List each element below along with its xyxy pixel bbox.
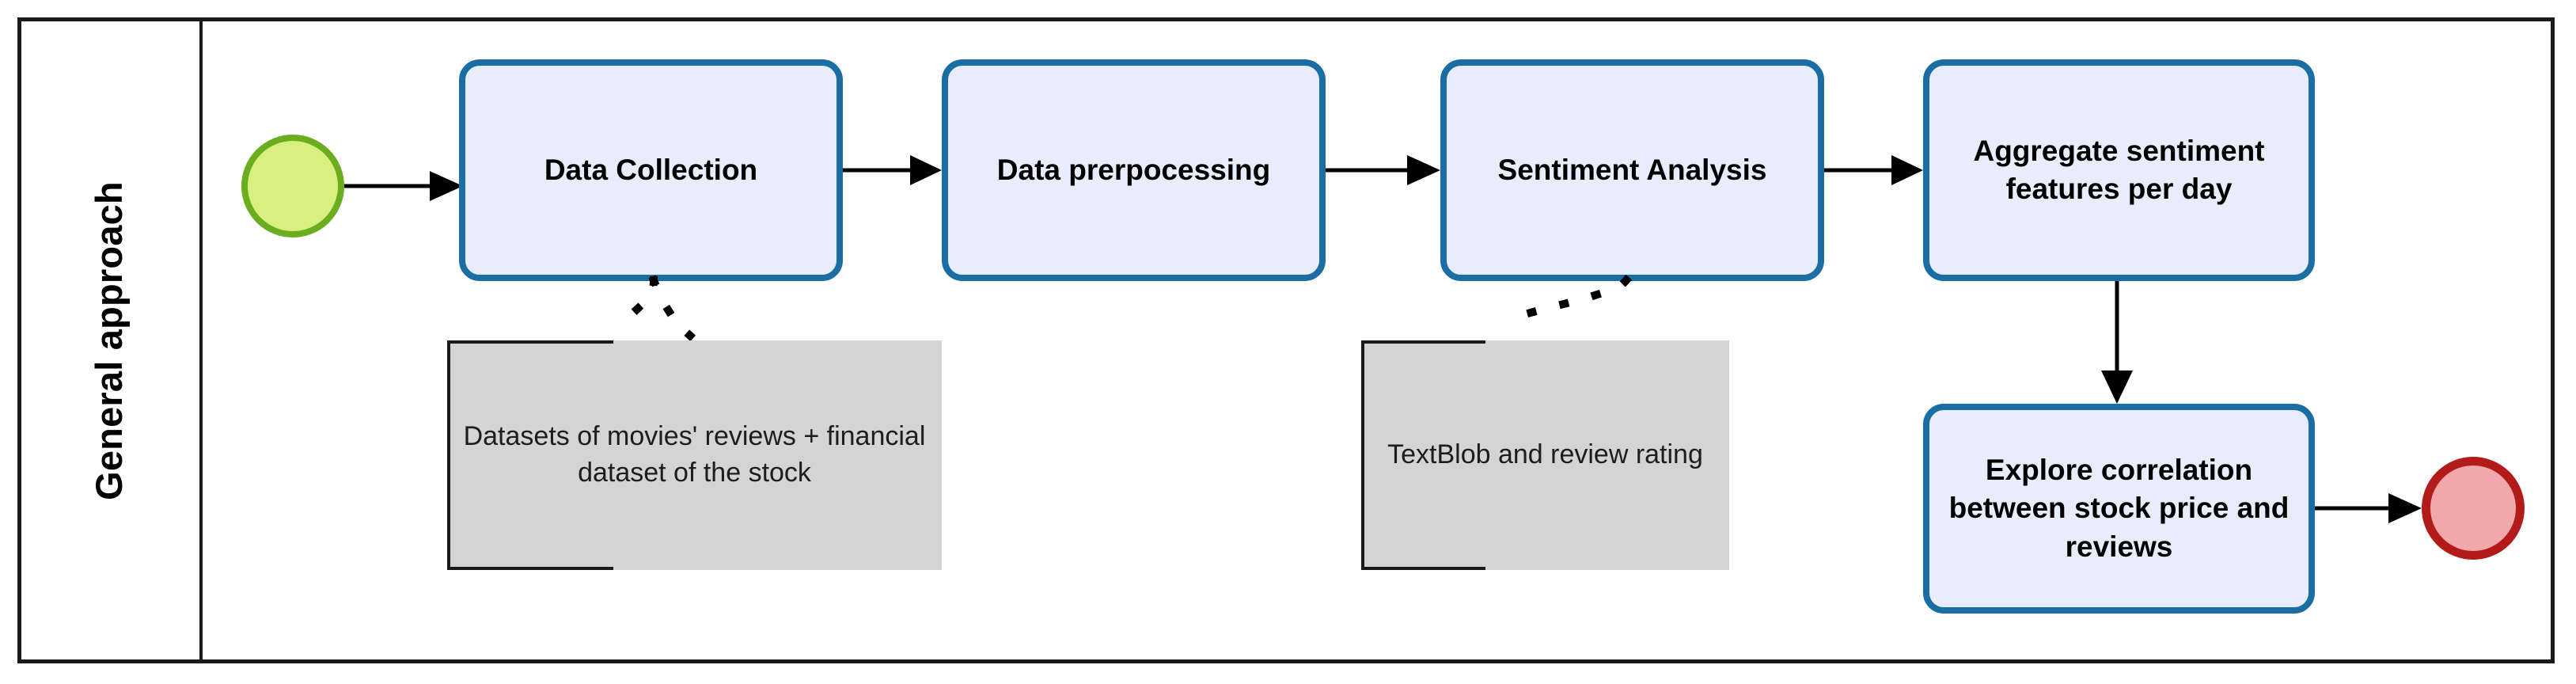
flow-sentiment-to-aggregate [1824, 150, 1923, 190]
flow-aggregate-to-explore [2093, 281, 2141, 404]
task-data-collection-label: Data Collection [544, 153, 758, 186]
note-datasets-text: Datasets of movies' reviews + financial … [463, 421, 926, 488]
start-event[interactable] [241, 135, 344, 238]
task-sentiment-analysis-label: Sentiment Analysis [1497, 153, 1767, 186]
note-textblob-text: TextBlob and review rating [1387, 439, 1703, 470]
note-datasets: Datasets of movies' reviews + financial … [447, 340, 942, 570]
lane-title: General approach [17, 17, 199, 663]
flow-preproc-to-sentiment [1326, 150, 1440, 190]
end-event[interactable] [2422, 457, 2525, 560]
task-data-preprocessing-label: Data prerpocessing [996, 153, 1271, 186]
task-aggregate-sentiment-label: Aggregate sentiment features per day [1973, 134, 2265, 205]
task-data-preprocessing[interactable]: Data prerpocessing [942, 59, 1326, 281]
flow-explore-to-end [2315, 488, 2422, 528]
task-sentiment-analysis[interactable]: Sentiment Analysis [1440, 59, 1824, 281]
flow-start-to-collection [344, 166, 463, 206]
task-explore-correlation-label: Explore correlation between stock price … [1948, 454, 2290, 563]
lane-divider [199, 21, 203, 659]
assoc-collection-note [617, 275, 776, 342]
flow-collection-to-preproc [843, 150, 942, 190]
task-explore-correlation[interactable]: Explore correlation between stock price … [1923, 404, 2315, 614]
task-aggregate-sentiment[interactable]: Aggregate sentiment features per day [1923, 59, 2315, 281]
assoc-sentiment-note [1504, 274, 1686, 334]
note-textblob: TextBlob and review rating [1361, 340, 1729, 570]
lane-title-label: General approach [87, 180, 130, 500]
task-data-collection[interactable]: Data Collection [459, 59, 843, 281]
